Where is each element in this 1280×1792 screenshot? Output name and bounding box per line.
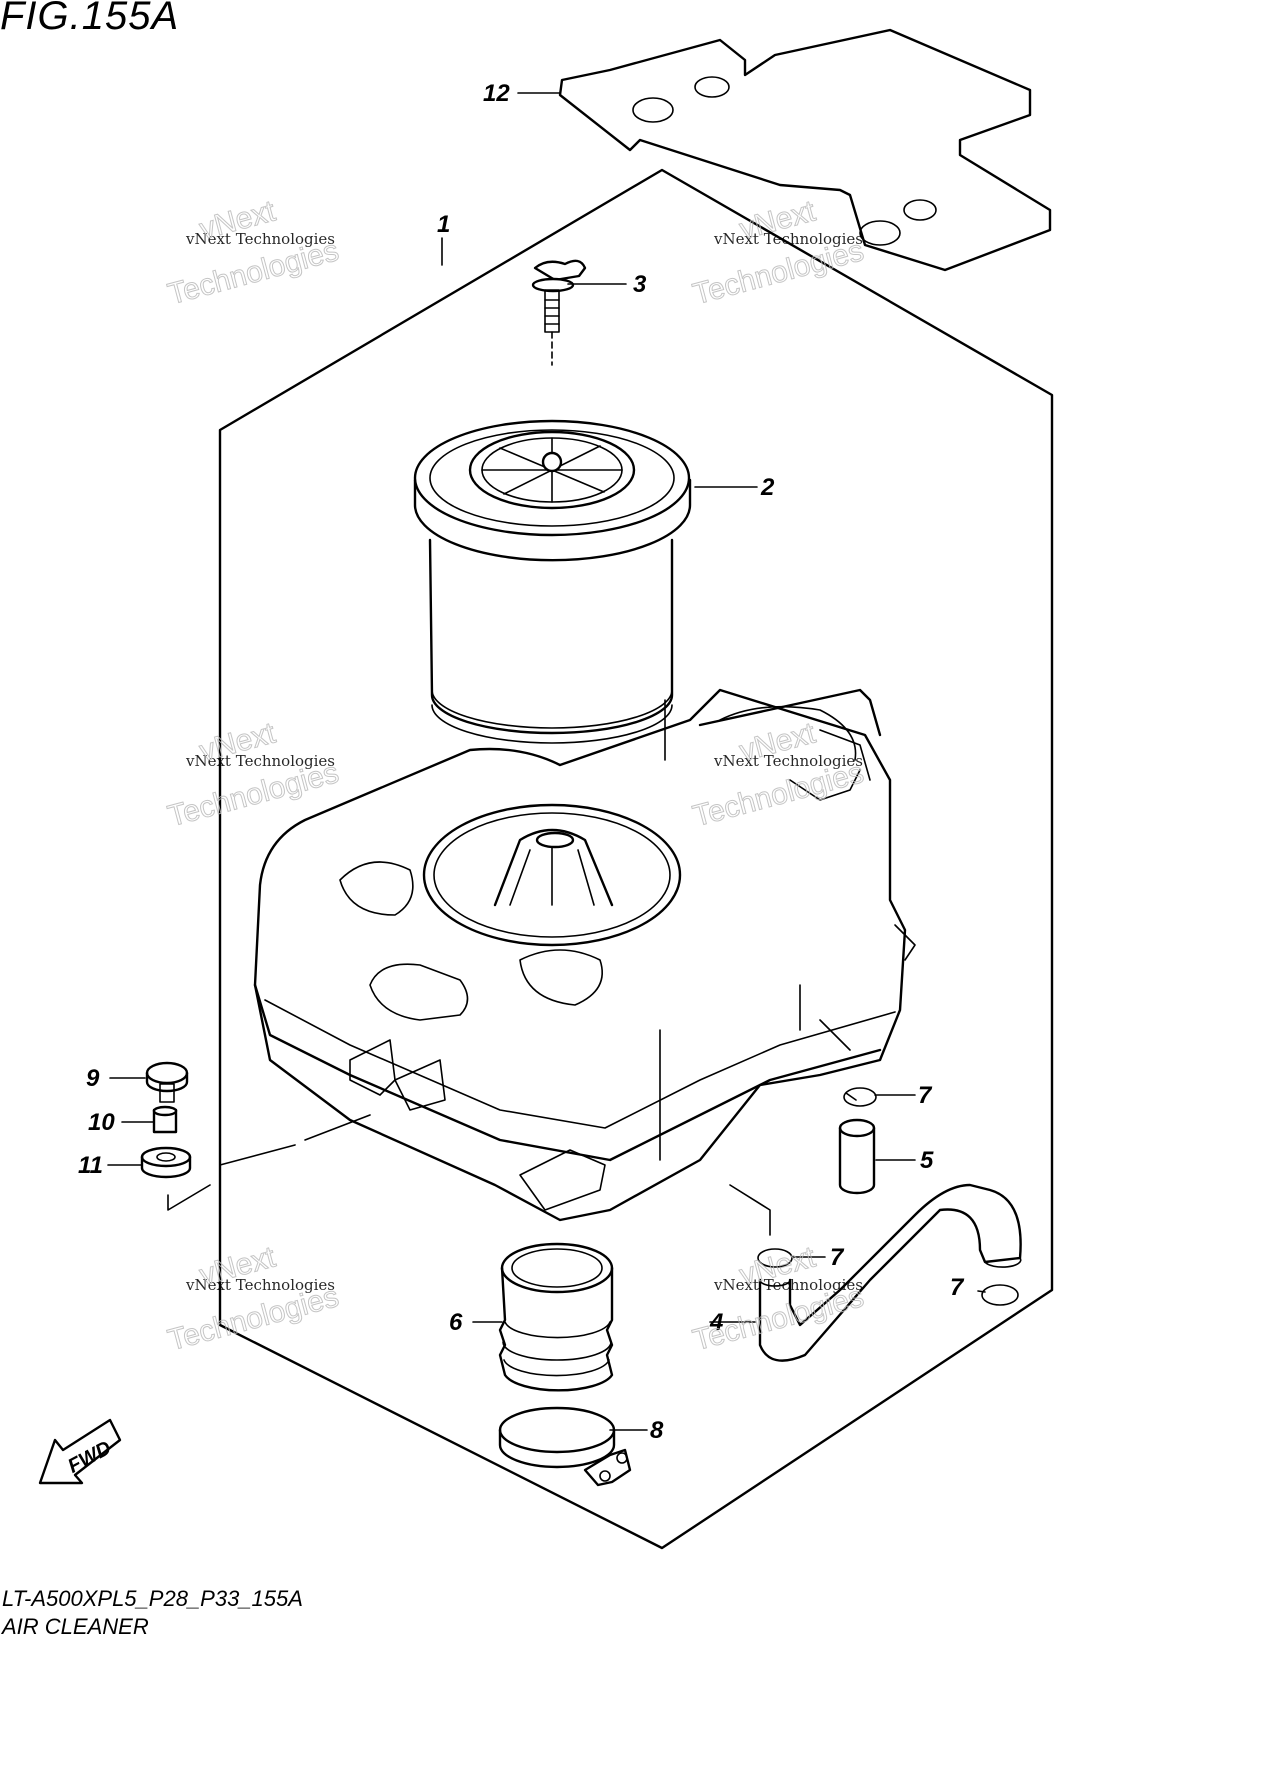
watermark-5-line: vNext Technologies [185,1276,335,1294]
callout-7c: 7 [950,1274,965,1301]
part-10-spacer [152,1105,178,1134]
figure-code: LT-A500XPL5_P28_P33_155A [2,1586,303,1611]
callout-6: 6 [449,1309,463,1336]
part-4-hose [758,1183,1022,1362]
part-7-clip-a [843,1087,877,1107]
callout-10: 10 [88,1109,115,1136]
callout-3: 3 [633,271,647,298]
figure-name: AIR CLEANER [2,1614,149,1639]
callout-8: 8 [650,1417,664,1444]
part-5-tube [838,1118,876,1195]
part-2-air-element [413,419,692,744]
leader-9-11-to-box [167,1114,371,1211]
callout-1: 1 [437,211,450,238]
part-9-bolt [145,1061,189,1103]
callout-7a: 7 [918,1082,933,1109]
leader-7-to-box [729,1184,771,1236]
callout-5: 5 [920,1147,934,1174]
part-7-clip-b [757,1248,793,1268]
callout-11: 11 [78,1152,103,1179]
callout-4: 4 [709,1309,723,1336]
callout-leaders [107,92,986,1431]
watermark-4-line: vNext Technologies [713,752,863,770]
watermark-2-line: vNext Technologies [713,230,863,248]
part-3-wing-bolt [531,259,587,366]
watermark-6-line: vNext Technologies [713,1276,863,1294]
assembly-outline [218,168,1054,1550]
watermark-group: vNext Technologies vNext Technologies vN… [164,194,868,1358]
callout-numbers: 1 2 3 4 5 6 7 7 7 8 9 10 11 12 [78,80,965,1444]
part-11-grommet [140,1146,192,1179]
part-7-clip-c [981,1284,1019,1306]
figure-title: FIG.155A [0,0,180,38]
callout-12: 12 [483,80,510,107]
callout-7b: 7 [830,1244,845,1271]
watermark-3-line: vNext Technologies [185,752,335,770]
callout-9: 9 [86,1065,100,1092]
fwd-arrow-icon: FWD [38,1418,122,1485]
part-8-clamp [498,1406,632,1487]
watermark-1-line: vNext Technologies [185,230,335,248]
air-cleaner-box [253,688,916,1222]
part-6-joint [498,1242,614,1392]
part-12-seal-plate [558,28,1052,272]
callout-2: 2 [760,474,775,501]
